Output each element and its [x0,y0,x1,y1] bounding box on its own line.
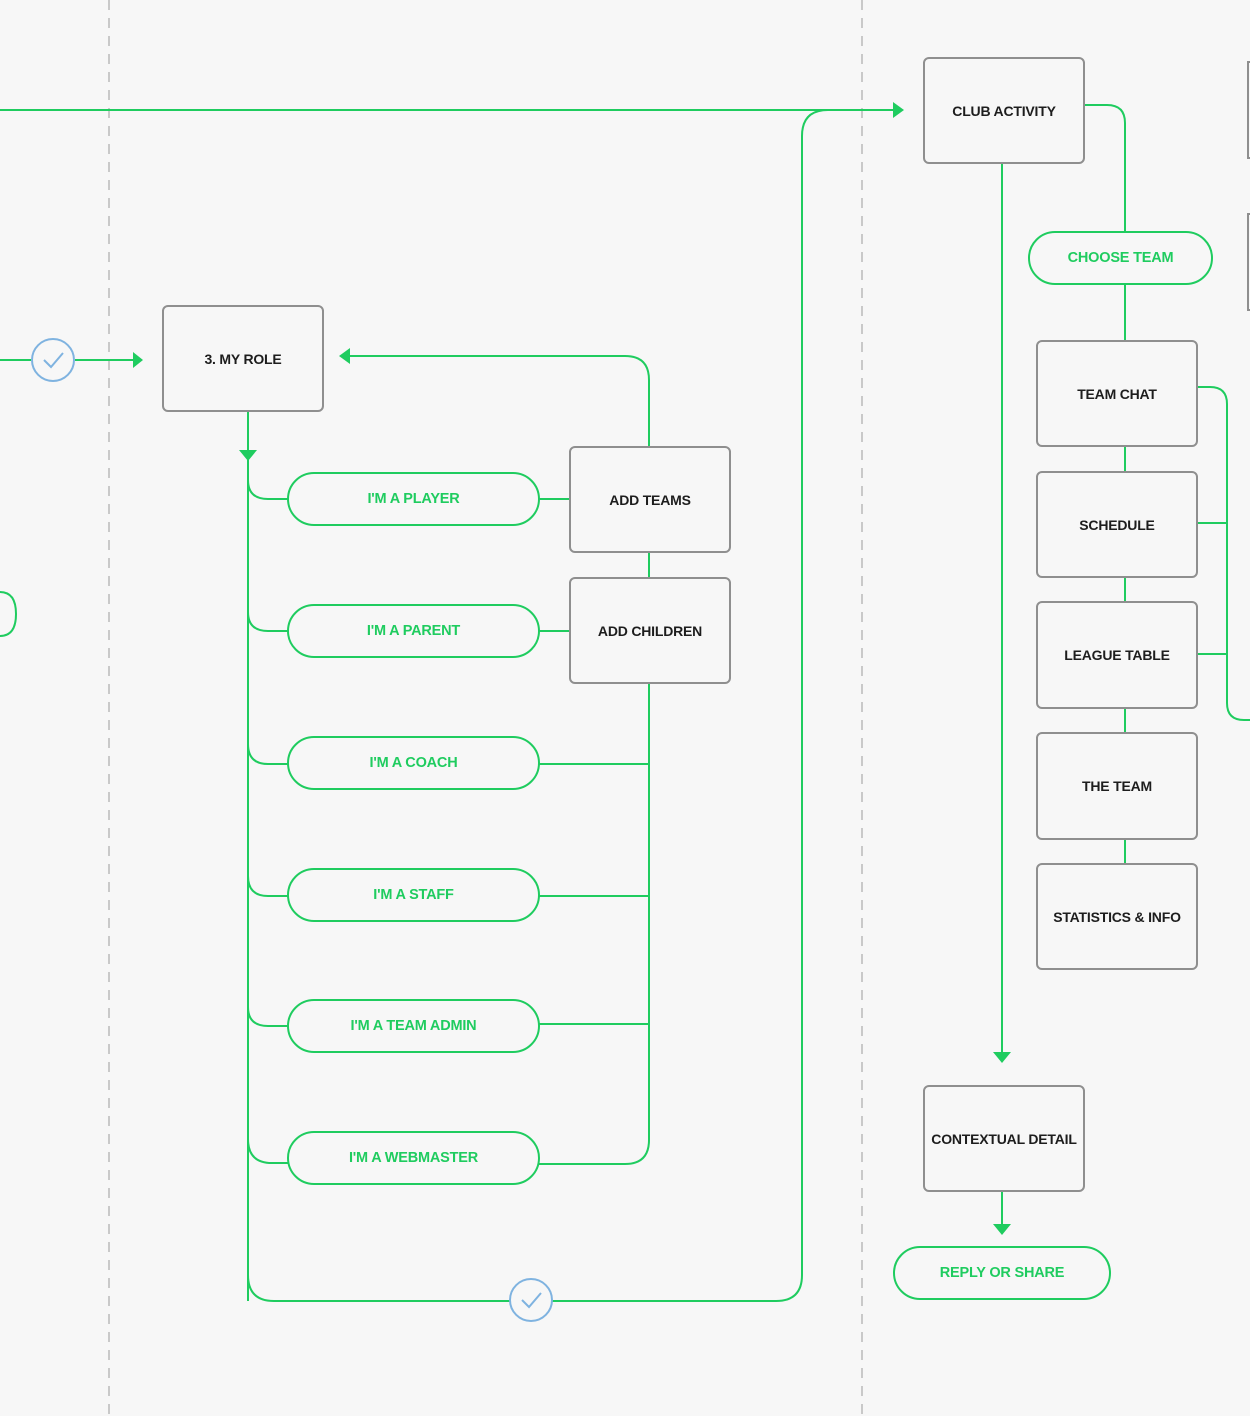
the-team-box[interactable]: THE TEAM [1036,732,1198,840]
role-team-admin-pill[interactable]: I'M A TEAM ADMIN [287,999,540,1053]
team-chat-box[interactable]: TEAM CHAT [1036,340,1198,447]
reply-or-share-pill[interactable]: REPLY OR SHARE [893,1246,1111,1300]
arrowhead-icon [893,102,904,118]
checkmark-circle-icon [509,1278,553,1322]
role-coach-pill[interactable]: I'M A COACH [287,736,540,790]
arrowhead-icon [993,1224,1011,1235]
role-coach-label: I'M A COACH [369,755,458,771]
connector-lines [0,104,1250,1302]
the-team-label: THE TEAM [1082,778,1152,794]
role-parent-label: I'M A PARENT [366,623,461,639]
checkmark-circle-icon [31,338,75,382]
connector-add-teams-to-my-role [348,355,650,446]
add-teams-box[interactable]: ADD TEAMS [569,446,731,553]
choose-team-pill[interactable]: CHOOSE TEAM [1028,231,1213,285]
choose-team-label: CHOOSE TEAM [1067,250,1174,266]
my-role-label: 3. MY ROLE [204,350,282,367]
schedule-label: SCHEDULE [1079,516,1155,533]
contextual-detail-box[interactable]: CONTEXTUAL DETAIL [923,1085,1085,1192]
arrowhead-icon [239,450,257,461]
arrowhead-icon [993,1052,1011,1063]
statistics-info-box[interactable]: STATISTICS & INFO [1036,863,1198,970]
contextual-detail-label: CONTEXTUAL DETAIL [931,1130,1077,1147]
connector-loop-to-club-activity [247,109,895,1302]
right-edge-box-fragments [1247,61,1250,311]
role-player-label: I'M A PLAYER [367,491,460,507]
role-parent-pill[interactable]: I'M A PARENT [287,604,540,658]
add-children-box[interactable]: ADD CHILDREN [569,577,731,684]
add-teams-label: ADD TEAMS [609,491,691,508]
club-activity-label: CLUB ACTIVITY [952,102,1056,119]
role-team-admin-label: I'M A TEAM ADMIN [350,1018,477,1034]
arrowhead-icon [339,348,350,364]
role-staff-pill[interactable]: I'M A STAFF [287,868,540,922]
role-staff-label: I'M A STAFF [373,887,454,903]
team-chat-label: TEAM CHAT [1077,385,1157,402]
role-player-pill[interactable]: I'M A PLAYER [287,472,540,526]
statistics-info-label: STATISTICS & INFO [1053,908,1181,925]
lane-dividers [108,0,863,1416]
league-table-box[interactable]: LEAGUE TABLE [1036,601,1198,709]
club-activity-box[interactable]: CLUB ACTIVITY [923,57,1085,164]
arrowheads [133,102,1011,1235]
my-role-box[interactable]: 3. MY ROLE [162,305,324,412]
arrowhead-icon [133,352,143,368]
league-table-label: LEAGUE TABLE [1064,647,1170,663]
schedule-box[interactable]: SCHEDULE [1036,471,1198,578]
reply-or-share-label: REPLY OR SHARE [939,1265,1065,1281]
role-webmaster-pill[interactable]: I'M A WEBMASTER [287,1131,540,1185]
add-children-label: ADD CHILDREN [597,622,703,639]
role-webmaster-label: I'M A WEBMASTER [348,1150,479,1166]
